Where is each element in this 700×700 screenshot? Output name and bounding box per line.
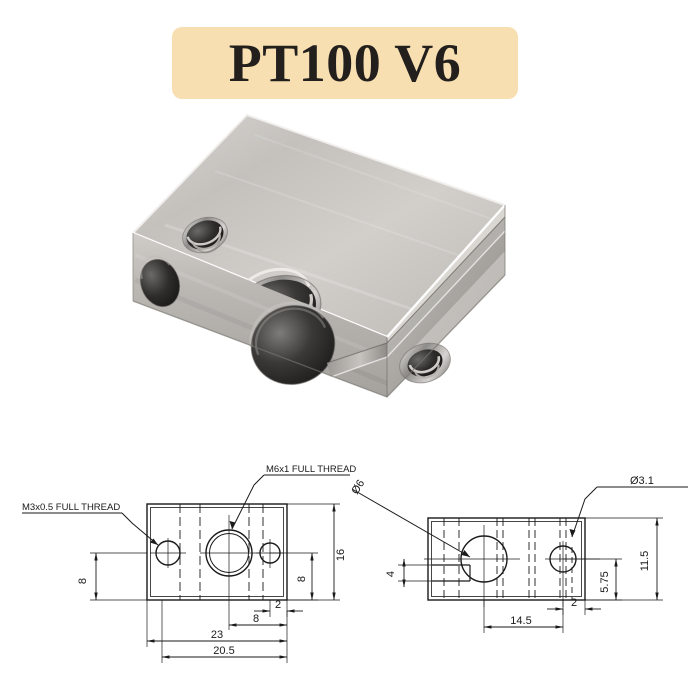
dim-height-8-right xyxy=(270,552,318,601)
dim-width-23-text: 23 xyxy=(211,629,223,641)
dim-height-16 xyxy=(287,503,340,601)
dim-width-14-5-text: 14.5 xyxy=(510,615,531,627)
counterbore-hole-render xyxy=(399,342,451,384)
dim-width-8-text: 8 xyxy=(253,613,259,625)
clamp-slot-render xyxy=(327,343,387,377)
dim-width-20-5-text: 20.5 xyxy=(213,645,234,657)
side-bore-render xyxy=(139,255,181,308)
dim-width-2-side-text: 2 xyxy=(571,597,577,609)
m3-note-leader xyxy=(22,512,159,546)
dia-6-leader xyxy=(351,488,471,558)
product-photo xyxy=(105,105,525,435)
m6-note-text: M6x1 FULL THREAD xyxy=(266,464,356,475)
dia-6-text: Ø6 xyxy=(349,478,367,497)
dim-width-2-text: 2 xyxy=(275,599,281,611)
m3-threaded-hole-render xyxy=(182,216,228,254)
front-bore-render xyxy=(249,301,336,385)
m3-note-text: M3x0.5 FULL THREAD xyxy=(22,502,120,513)
title-banner: PT100 V6 xyxy=(172,27,518,99)
dim-height-8-right-text: 8 xyxy=(296,576,308,582)
dim-height-11-5 xyxy=(585,517,663,601)
dia-3-1-text: Ø3.1 xyxy=(630,475,654,487)
dim-width-23 xyxy=(146,600,288,647)
dim-height-8-left xyxy=(90,552,147,601)
dim-height-5-75-text: 5.75 xyxy=(599,571,611,592)
dim-width-14-5 xyxy=(483,600,564,633)
m6-note-leader xyxy=(229,474,350,530)
side-view-drawing: Ø6 Ø3.1 4 xyxy=(349,475,688,633)
dim-height-11-5-text: 11.5 xyxy=(639,551,651,572)
page-title: PT100 V6 xyxy=(228,33,462,93)
dim-height-8-left-text: 8 xyxy=(77,578,89,584)
technical-drawings: M3x0.5 FULL THREAD M6x1 FULL THREAD 8 xyxy=(0,455,700,685)
dia-3-1-leader xyxy=(569,486,688,538)
dim-height-4-text: 4 xyxy=(385,571,397,577)
block-top-face xyxy=(133,115,505,337)
dim-width-8 xyxy=(228,595,288,630)
front-view-drawing: M3x0.5 FULL THREAD M6x1 FULL THREAD 8 xyxy=(22,464,356,663)
dim-width-20-5 xyxy=(161,600,288,663)
dim-height-16-text: 16 xyxy=(335,549,347,561)
dim-width-2-side xyxy=(547,600,601,615)
dim-height-4 xyxy=(398,558,431,588)
